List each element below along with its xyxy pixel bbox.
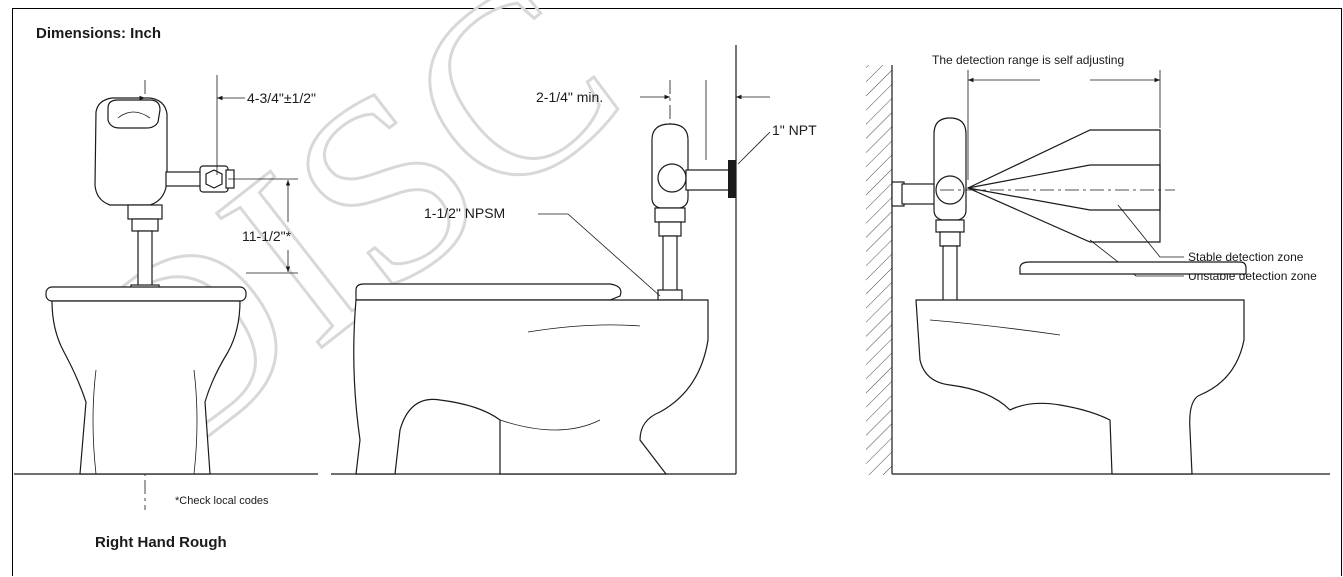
right-valve-body: [933, 117, 967, 221]
middle-seat: [355, 283, 622, 301]
middle-valve-stop: [657, 163, 687, 193]
spud-size-label: 1-1/2" NPSM: [424, 205, 505, 221]
right-wall-hatch: [866, 65, 892, 475]
spud-leader: [538, 213, 661, 297]
right-seat: [1019, 261, 1247, 275]
left-spud-coupling: [131, 218, 159, 232]
left-inlet-pipe: [165, 171, 203, 187]
right-flush-tube: [942, 245, 958, 307]
middle-spud-bottom: [657, 289, 683, 301]
drawing-frame: [12, 8, 1342, 576]
left-seat: [45, 286, 247, 302]
view-caption: Right Hand Rough: [95, 534, 227, 551]
unstable-zone-leader: [1089, 239, 1184, 277]
right-spud-nut: [935, 219, 965, 233]
unstable-detection-zone-shape: [966, 129, 1161, 243]
right-spud-coupling: [939, 231, 961, 247]
detection-range-note: The detection range is self adjusting: [932, 53, 1124, 67]
left-vertical-dimension: 11-1/2"*: [242, 228, 292, 244]
right-bowl-rim-line: [929, 319, 1061, 336]
middle-spud-coupling: [658, 221, 682, 237]
right-detection-view: The detection range is self adjusting St…: [866, 53, 1330, 475]
stable-detection-zone-shape: [967, 164, 1161, 211]
units-title: Dimensions: Inch: [36, 25, 161, 42]
middle-flush-tube: [662, 235, 678, 297]
right-bowl: [915, 299, 1245, 475]
right-inlet-pipe: [901, 183, 939, 205]
stable-zone-label: Stable detection zone: [1188, 250, 1304, 264]
middle-inlet-pipe: [685, 169, 731, 191]
left-inlet-hex: [205, 169, 223, 189]
inlet-size-label: 1" NPT: [772, 122, 817, 138]
left-bowl: [51, 300, 241, 475]
left-horizontal-dimension: 4-3/4"±1/2": [247, 90, 316, 106]
middle-bowl-rim-line: [527, 324, 641, 333]
left-bowl-contour-b: [193, 369, 198, 475]
middle-side-view: 2-1/4" min. 1" NPT 1-1/2" NPSM: [331, 45, 817, 475]
left-spud-nut: [127, 204, 163, 220]
middle-bowl: [353, 299, 709, 475]
stable-zone-leader: [1117, 204, 1184, 258]
middle-bowl-contour: [499, 419, 601, 431]
left-bowl-contour-a: [92, 369, 97, 475]
left-sensor-window: [117, 111, 151, 119]
left-flush-tube: [137, 230, 153, 294]
left-front-view: 4-3/4"±1/2" 11-1/2"* *Check local codes …: [14, 75, 318, 551]
left-sensor-eye: [107, 99, 161, 129]
middle-wall-flange: [728, 160, 736, 198]
wall-clearance-dimension: 2-1/4" min.: [536, 89, 603, 105]
middle-spud-nut: [654, 207, 686, 223]
footnote: *Check local codes: [175, 495, 269, 507]
inlet-leader: [737, 131, 771, 165]
